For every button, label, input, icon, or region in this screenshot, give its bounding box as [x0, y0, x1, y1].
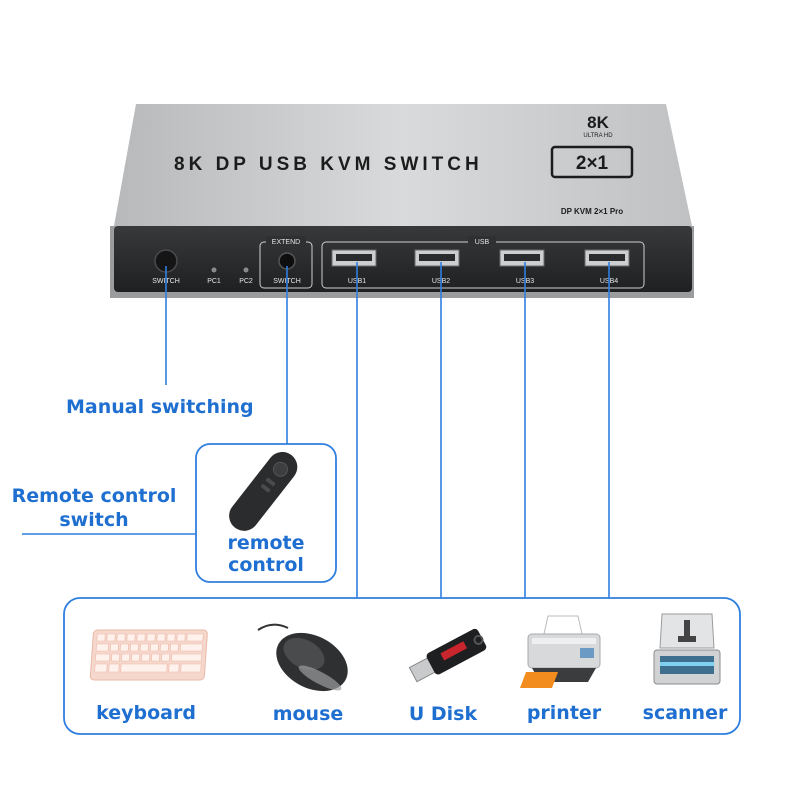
usb-group-label: USB	[475, 239, 490, 246]
usb-port-3[interactable]	[499, 249, 545, 267]
remote-control-icon	[229, 452, 298, 531]
kvm-switch-device: 8K DP USB KVM SWITCH 2×1 8K ULTRA HD DP …	[110, 104, 694, 298]
remote-control-switch-line1: Remote control	[11, 485, 177, 507]
manual-switching-label: Manual switching	[66, 396, 254, 418]
pc2-led	[243, 267, 249, 273]
pc1-led	[211, 267, 217, 273]
printer-icon	[520, 615, 601, 688]
remote-control-frame	[195, 443, 337, 583]
device-top-surface	[114, 104, 692, 226]
scanner-icon	[653, 613, 721, 685]
device-title: 8K DP USB KVM SWITCH	[174, 154, 483, 175]
peripheral-label-keyboard: keyboard	[96, 702, 196, 724]
remote-control-switch-label: Remote control switch	[6, 484, 182, 532]
peripheral-label-scanner: scanner	[642, 702, 728, 724]
remote-control-box-line2: control	[228, 554, 304, 576]
resolution-sub: ULTRA HD	[583, 133, 613, 139]
extend-label: EXTEND	[272, 239, 300, 246]
model-badge: 2×1	[576, 153, 609, 174]
mouse-icon	[257, 623, 348, 692]
pc1-label: PC1	[207, 278, 221, 285]
usb-port-4[interactable]	[584, 249, 630, 267]
usb-port-2[interactable]	[414, 249, 460, 267]
usb-port-1[interactable]	[331, 249, 377, 267]
peripheral-label-u-disk: U Disk	[408, 703, 478, 725]
remote-control-switch-line2: switch	[59, 509, 129, 531]
model-badge-frame	[550, 145, 634, 179]
pc2-label: PC2	[239, 278, 253, 285]
remote-control-box-line1: remote	[227, 532, 305, 554]
peripheral-label-printer: printer	[526, 702, 602, 724]
keyboard-icon	[89, 629, 208, 681]
resolution-badge: 8K	[587, 113, 609, 132]
model-code: DP KVM 2×1 Pro	[561, 207, 623, 216]
u-disk-icon	[408, 628, 487, 683]
peripheral-label-mouse: mouse	[272, 703, 344, 725]
remote-control-box-label: remote control	[212, 532, 320, 576]
